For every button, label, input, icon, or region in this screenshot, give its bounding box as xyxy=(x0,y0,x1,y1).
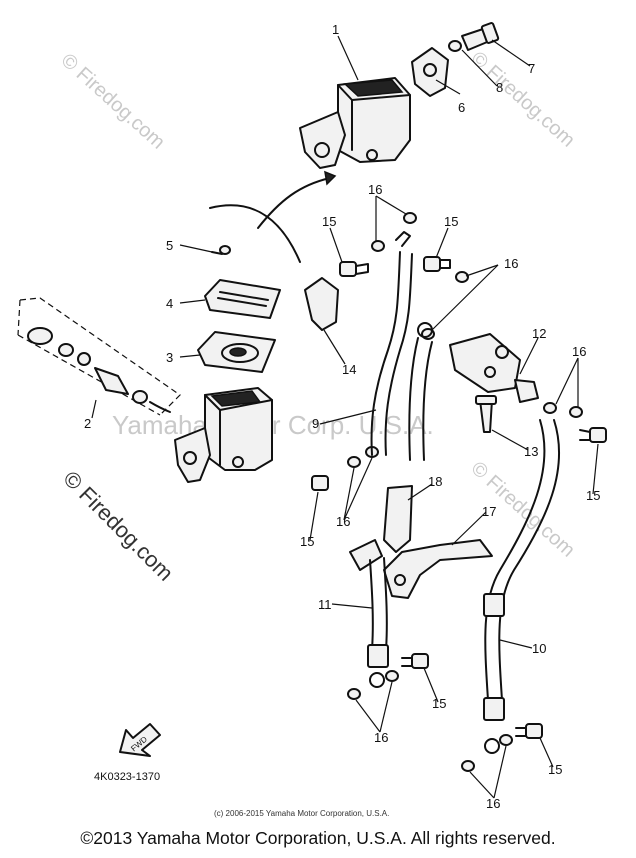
callout-numbers: 1 7 8 6 16 15 15 5 16 4 12 16 3 14 2 9 1… xyxy=(84,22,600,811)
callout-16b: 16 xyxy=(504,256,518,271)
callout-3: 3 xyxy=(166,350,173,365)
watermark-firedog-top: © Firedog.com xyxy=(57,49,169,153)
part-10-brake-hose-right xyxy=(483,419,561,754)
callout-15e: 15 xyxy=(432,696,446,711)
part-9-brake-hose-upper xyxy=(370,231,433,461)
part-12-brake-joint xyxy=(449,333,539,403)
master-cylinder-body-exploded xyxy=(174,387,273,483)
callout-16c: 16 xyxy=(572,344,586,359)
callout-16e: 16 xyxy=(374,730,388,745)
callout-15d: 15 xyxy=(300,534,314,549)
part-18-bracket xyxy=(383,485,413,553)
watermark-firedog-left: © Firedog.com xyxy=(58,466,178,586)
callout-8: 8 xyxy=(496,80,503,95)
callout-5: 5 xyxy=(166,238,173,253)
part-1-master-cylinder xyxy=(299,77,411,169)
part-4-cap xyxy=(204,279,281,319)
callout-16d: 16 xyxy=(336,514,350,529)
callout-1: 1 xyxy=(332,22,339,37)
callout-4: 4 xyxy=(166,296,173,311)
part-17-stay xyxy=(383,539,493,599)
callout-12: 12 xyxy=(532,326,546,341)
callout-16a: 16 xyxy=(368,182,382,197)
callout-10: 10 xyxy=(532,641,546,656)
part-11-brake-hose-left xyxy=(349,539,389,688)
callout-18: 18 xyxy=(428,474,442,489)
callout-15f: 15 xyxy=(548,762,562,777)
part-15-bolt-a xyxy=(339,261,369,277)
callout-15b: 15 xyxy=(444,214,458,229)
callout-13: 13 xyxy=(524,444,538,459)
part-15-bolt-b xyxy=(423,256,451,272)
part-2-piston-kit xyxy=(17,297,181,416)
callout-15c: 15 xyxy=(586,488,600,503)
callout-16f: 16 xyxy=(486,796,500,811)
callout-11: 11 xyxy=(318,597,332,612)
diagram-code: 4K0323-1370 xyxy=(94,771,160,783)
part-15-bolt-f xyxy=(515,723,543,739)
part-7-bolt xyxy=(461,22,500,51)
part-3-diaphragm xyxy=(197,331,276,373)
callout-9: 9 xyxy=(312,416,319,431)
part-5-screw xyxy=(211,245,231,255)
part-13-bolt xyxy=(475,395,497,433)
callout-7: 7 xyxy=(528,61,535,76)
footer-copyright: ©2013 Yamaha Motor Corporation, U.S.A. A… xyxy=(80,828,556,848)
callout-2: 2 xyxy=(84,416,91,431)
part-15-bolt-d xyxy=(579,427,607,443)
part-8-washer xyxy=(448,40,462,52)
small-copyright: (c) 2006-2015 Yamaha Motor Corporation, … xyxy=(214,809,389,818)
callout-6: 6 xyxy=(458,100,465,115)
fwd-arrow: FWD xyxy=(119,723,161,757)
callout-17: 17 xyxy=(482,504,496,519)
assembly-arrow xyxy=(209,170,337,263)
callout-14: 14 xyxy=(342,362,356,377)
leader-lines xyxy=(91,35,599,799)
watermark-firedog-right-top: © Firedog.com xyxy=(467,47,579,151)
part-14-boot xyxy=(304,277,339,331)
part-15-bolt-e xyxy=(401,653,429,669)
part-15-bolt-c xyxy=(311,475,329,491)
part-6-clamp xyxy=(411,47,449,97)
callout-15a: 15 xyxy=(322,214,336,229)
